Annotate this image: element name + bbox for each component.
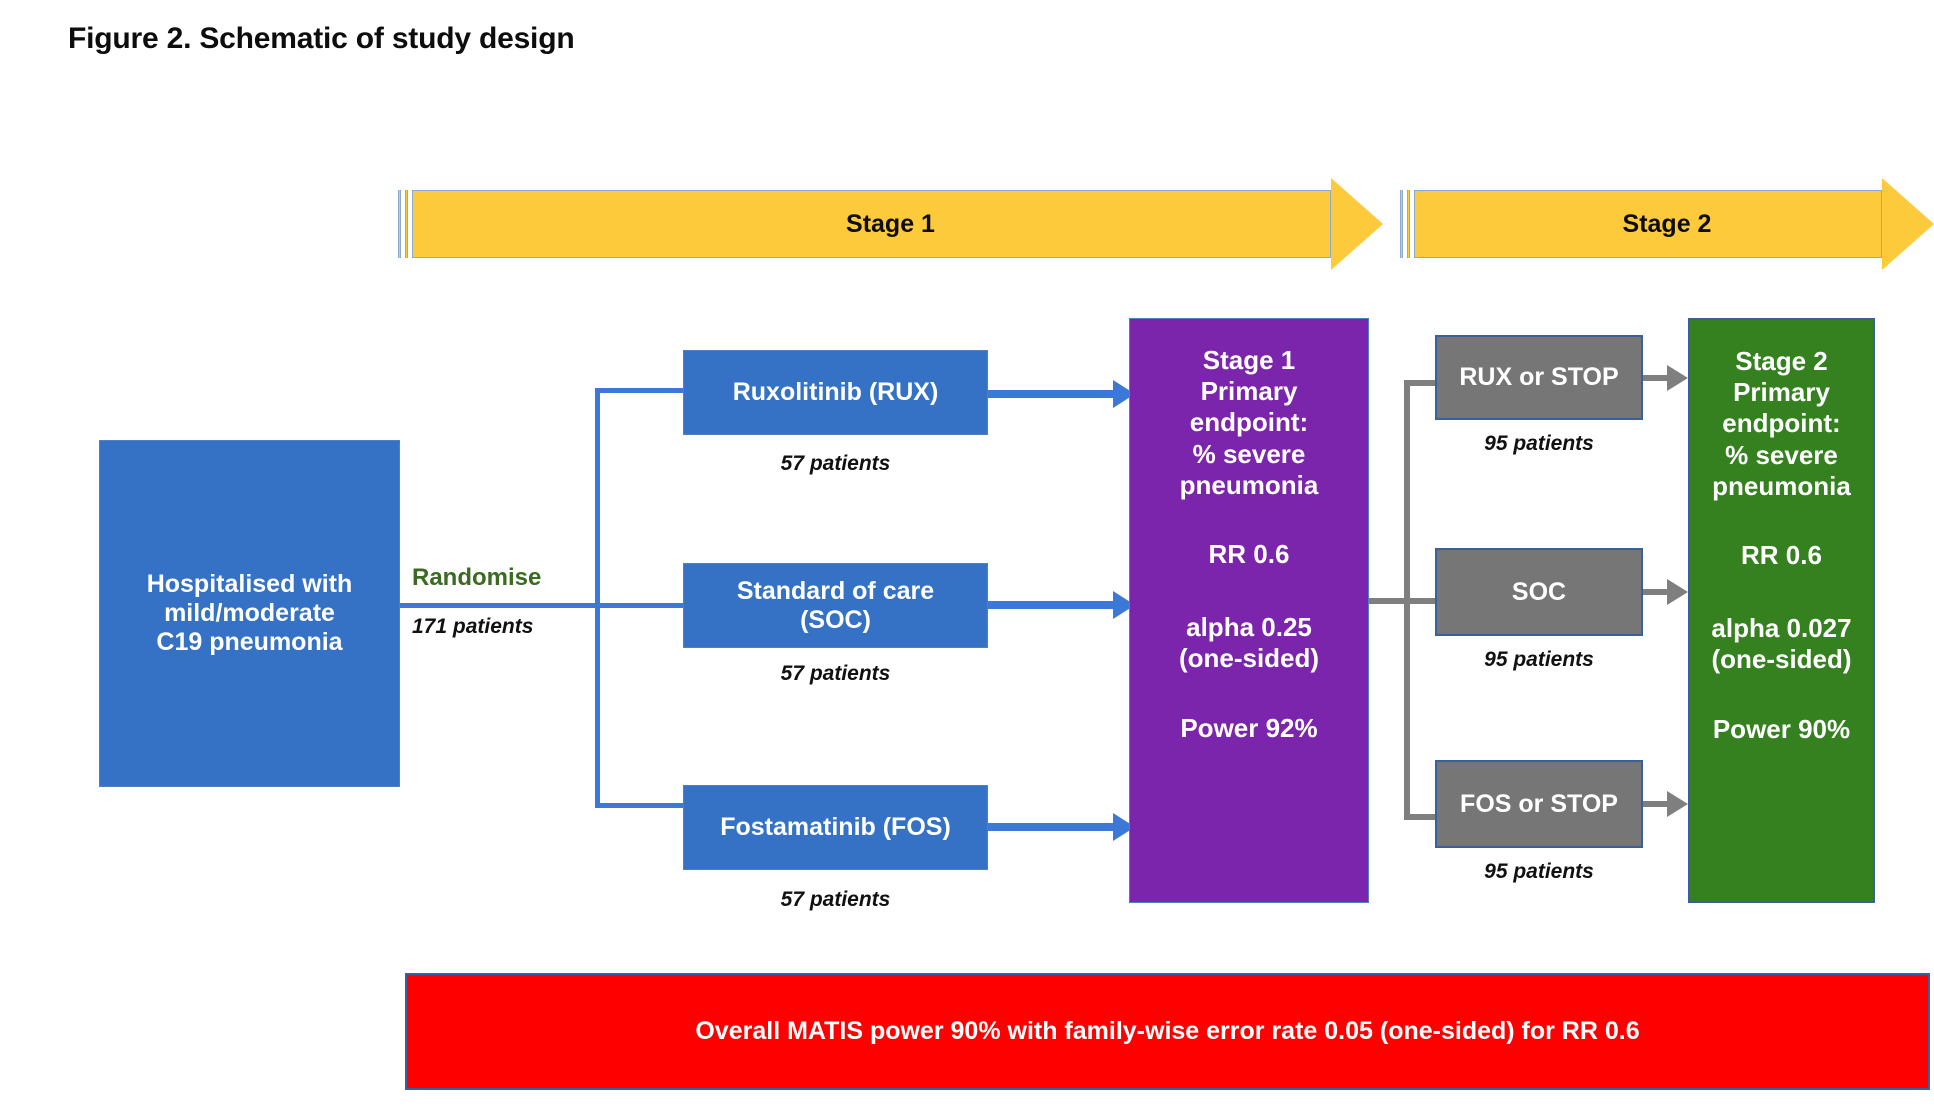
page-title: Figure 2. Schematic of study design bbox=[68, 22, 575, 55]
stage2-arm-box-soc: SOC bbox=[1435, 548, 1643, 636]
stage-1-arrow-head bbox=[1331, 178, 1383, 270]
stage-1-label: Stage 1 bbox=[846, 209, 935, 238]
stage1-arm-box-fos: Fostamatinib (FOS) bbox=[683, 785, 988, 870]
stage2-endpoint-box: Stage 2 Primary endpoint: % severe pneum… bbox=[1688, 318, 1875, 903]
stage-1-arrow-tail-tick-2 bbox=[405, 190, 408, 258]
connector-rux2-to-stage2-endpoint-arrowhead bbox=[1667, 365, 1688, 391]
connector-trunk-to-rux2 bbox=[1404, 380, 1439, 386]
stage1-endpoint-rr: RR 0.6 bbox=[1208, 538, 1290, 569]
stage2-endpoint-rr: RR 0.6 bbox=[1741, 539, 1822, 570]
overall-power-banner: Overall MATIS power 90% with family-wise… bbox=[405, 973, 1930, 1090]
connector-trunk-to-fos2 bbox=[1404, 814, 1439, 820]
stage2-endpoint-alpha: alpha 0.027 (one-sided) bbox=[1711, 613, 1852, 675]
connector-fos2-to-stage2-endpoint bbox=[1643, 801, 1675, 807]
entry-box-hospitalised: Hospitalised with mild/moderate C19 pneu… bbox=[99, 440, 400, 787]
stage-2-arrow-tail-tick-2 bbox=[1407, 190, 1410, 258]
connector-soc2-to-stage2-endpoint bbox=[1643, 589, 1675, 595]
stage1-arm-patients-soc: 57 patients bbox=[780, 662, 891, 685]
connector-entry-to-trunk bbox=[400, 603, 600, 608]
connector-rux2-to-stage2-endpoint bbox=[1643, 375, 1675, 381]
stage1-arm-box-rux: Ruxolitinib (RUX) bbox=[683, 350, 988, 435]
connector-soc2-to-stage2-endpoint-arrowhead bbox=[1667, 579, 1688, 605]
connector-fos2-to-stage2-endpoint-arrowhead bbox=[1667, 791, 1688, 817]
stage1-arm-box-soc: Standard of care (SOC) bbox=[683, 563, 988, 648]
randomise-label: Randomise bbox=[412, 564, 542, 591]
stage2-arm-patients-rux: 95 patients bbox=[1484, 432, 1594, 455]
connector-soc-to-stage1-endpoint bbox=[988, 601, 1113, 609]
stage-2-arrow-head bbox=[1882, 178, 1934, 270]
connector-trunk-to-soc2 bbox=[1404, 598, 1439, 604]
stage2-arm-patients-fos: 95 patients bbox=[1484, 860, 1594, 883]
connector-trunk-to-rux bbox=[595, 388, 710, 393]
connector-randomise-trunk-vertical bbox=[595, 388, 600, 808]
stage-2-arrow-body bbox=[1414, 190, 1882, 258]
stage1-endpoint-title: Stage 1 Primary endpoint: % severe pneum… bbox=[1179, 345, 1319, 500]
stage1-endpoint-alpha: alpha 0.25 (one-sided) bbox=[1178, 612, 1320, 674]
stage-2-label: Stage 2 bbox=[1622, 209, 1712, 238]
stage2-arm-box-fos-or-stop: FOS or STOP bbox=[1435, 760, 1643, 848]
connector-rux-to-stage1-endpoint bbox=[988, 390, 1113, 398]
stage2-endpoint-title: Stage 2 Primary endpoint: % severe pneum… bbox=[1712, 346, 1851, 501]
stage-2-arrow-tail-tick bbox=[1400, 190, 1403, 258]
stage1-arm-patients-rux: 57 patients bbox=[780, 452, 891, 475]
stage1-arm-patients-fos: 57 patients bbox=[780, 888, 891, 911]
stage-2-timeline-arrow: Stage 2 bbox=[1400, 178, 1934, 270]
stage2-endpoint-power: Power 90% bbox=[1712, 713, 1851, 744]
stage-1-arrow-body bbox=[412, 190, 1331, 258]
connector-fos-to-stage1-endpoint bbox=[988, 823, 1113, 831]
connector-trunk-to-fos bbox=[595, 803, 710, 808]
stage-1-timeline-arrow: Stage 1 bbox=[398, 178, 1383, 270]
stage2-arm-box-rux-or-stop: RUX or STOP bbox=[1435, 335, 1643, 420]
stage1-endpoint-box: Stage 1 Primary endpoint: % severe pneum… bbox=[1129, 318, 1369, 903]
stage-1-arrow-tail-tick bbox=[398, 190, 401, 258]
stage1-endpoint-power: Power 92% bbox=[1180, 712, 1318, 743]
stage2-arm-patients-soc: 95 patients bbox=[1484, 648, 1594, 671]
connector-trunk-to-soc bbox=[595, 603, 710, 608]
randomise-patient-count: 171 patients bbox=[412, 615, 534, 638]
